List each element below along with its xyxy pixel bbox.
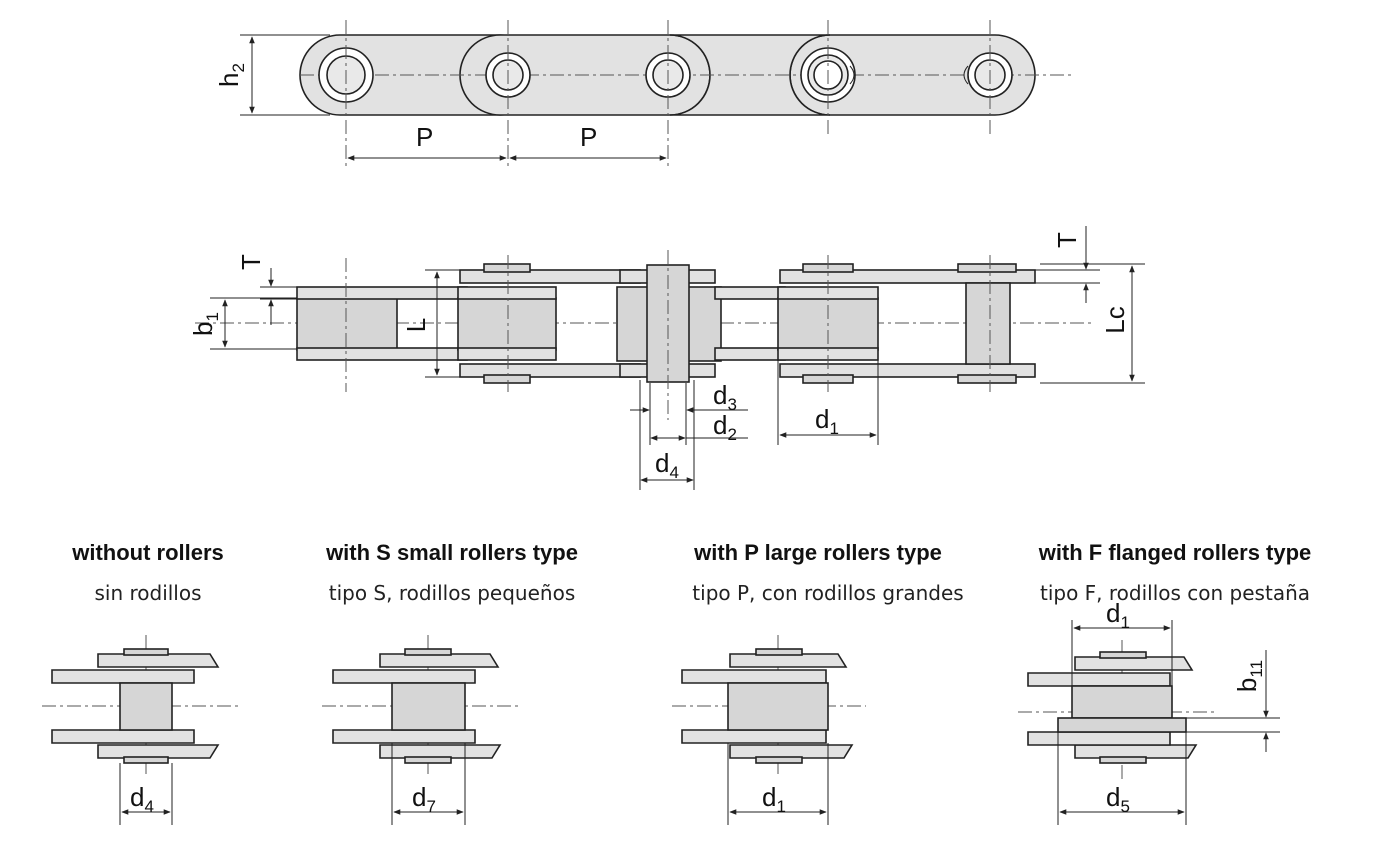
svg-text:d4: d4: [130, 782, 154, 816]
roller-flange: [1057, 717, 1187, 733]
d1-label: d1: [815, 404, 839, 438]
d4-label: d4: [655, 448, 679, 482]
T-right-label: T: [1052, 232, 1082, 248]
svg-text:d7: d7: [412, 782, 436, 816]
Lc-label: Lc: [1100, 306, 1130, 333]
side-view: T b1 L T Lc: [188, 226, 1145, 490]
variant-3-title: with P large rollers type: [693, 540, 942, 565]
svg-text:T: T: [236, 254, 266, 270]
pin-head-1-bottom: [483, 374, 531, 384]
mid-plate-bottom: [714, 347, 786, 361]
pin-with-circlip-1: [800, 47, 856, 103]
svg-text:d5: d5: [1106, 782, 1130, 816]
top-view: h2 P P: [214, 20, 1075, 170]
pin-head-3-bottom: [957, 374, 1017, 384]
roller-1-plate-bottom: [457, 347, 557, 361]
svg-text:Lc: Lc: [1100, 306, 1130, 333]
variant-1-title: without rollers: [71, 540, 224, 565]
svg-text:b1: b1: [188, 312, 222, 336]
b1-label: b1: [188, 312, 222, 336]
d3-label: d3: [713, 380, 737, 414]
variant-2-title: with S small rollers type: [325, 540, 578, 565]
T-left-label: T: [236, 254, 266, 270]
variant-4-drawing: d1 b11 d5: [1018, 598, 1280, 825]
pin-head-3-top: [957, 263, 1017, 273]
variant-3-drawing: d1: [672, 635, 866, 825]
roller-1: [457, 297, 557, 351]
pin-right: [965, 282, 1011, 365]
plate-bottom-left: [296, 347, 468, 361]
pin-head-1-top: [483, 263, 531, 273]
h2-label: h2: [214, 63, 248, 87]
variant-2-subtitle: tipo S, rodillos pequeños: [329, 581, 576, 605]
variant-2-drawing: d7: [322, 635, 518, 825]
outer-plate-top-2: [779, 269, 1036, 284]
plate-top-left: [296, 286, 468, 300]
svg-text:d1: d1: [762, 782, 786, 816]
svg-text:T: T: [1052, 232, 1082, 248]
L-label: L: [401, 318, 431, 332]
variant-4-subtitle: tipo F, rodillos con pestaña: [1040, 581, 1310, 605]
variant-1-drawing: d4: [42, 635, 238, 825]
pitch-label-1: P: [416, 122, 433, 152]
pitch-label-2: P: [580, 122, 597, 152]
svg-text:h2: h2: [214, 63, 248, 87]
svg-text:b11: b11: [1232, 660, 1266, 692]
variant-4-title: with F flanged rollers type: [1038, 540, 1312, 565]
variant-3-subtitle: tipo P, con rodillos grandes: [692, 581, 963, 605]
mid-plate-top: [714, 286, 786, 300]
d2-label: d2: [713, 410, 737, 444]
svg-text:L: L: [401, 318, 431, 332]
roller-1-plate-top: [457, 286, 557, 300]
svg-text:d1: d1: [1106, 598, 1130, 632]
bushing-left: [296, 297, 398, 351]
variant-1-subtitle: sin rodillos: [94, 581, 201, 605]
outer-plate-bottom-2: [779, 363, 1036, 378]
